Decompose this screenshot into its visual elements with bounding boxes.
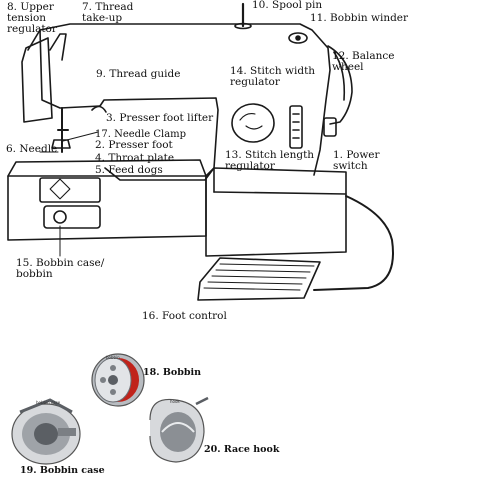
extension-box xyxy=(205,167,347,257)
photo-tag-bobbin: bobbin xyxy=(106,355,120,360)
bobbin-winder-shape xyxy=(288,32,308,44)
label-foot-control: 16. Foot control xyxy=(142,310,227,322)
photo-tag-race-hook: hook xyxy=(170,399,180,404)
take-up-lever xyxy=(49,33,67,61)
label-thread-guide: 9. Thread guide xyxy=(96,68,181,80)
power-cord xyxy=(313,195,394,291)
label-feed-dogs: 5. Feed dogs xyxy=(95,164,163,176)
machine-head xyxy=(21,37,53,123)
photo-tag-bobbin-case: bobbin case xyxy=(36,400,61,405)
label-race-hook: 20. Race hook xyxy=(204,444,280,455)
label-needle: 6. Needle xyxy=(6,143,58,155)
label-stitch-width-regulator: 14. Stitch width regulator xyxy=(230,65,316,88)
label-bobbin-case-bobbin: 15. Bobbin case/ bobbin xyxy=(16,257,105,280)
label-presser-foot: 2. Presser foot xyxy=(95,139,173,151)
label-stitch-length-regulator: 13. Stitch length regulator xyxy=(225,149,315,172)
machine-neck xyxy=(99,97,219,181)
label-throat-plate: 4. Throat plate xyxy=(95,152,175,164)
label-spool-pin: 10. Spool pin xyxy=(252,0,323,11)
label-presser-foot-lifter: 3. Presser foot lifter xyxy=(106,112,214,124)
bobbin-photo xyxy=(91,353,145,407)
label-bobbin-winder: 11. Bobbin winder xyxy=(310,12,409,24)
label-needle-clamp: 17. Needle Clamp xyxy=(95,129,187,140)
balance-wheel-shape xyxy=(327,45,353,125)
label-bobbin-case: 19. Bobbin case xyxy=(20,465,105,476)
foot-control-shape xyxy=(197,257,321,301)
stitch-length-slot xyxy=(289,105,303,149)
throat-plate-shape xyxy=(39,177,101,203)
presser-lifter xyxy=(91,105,107,113)
label-bobbin: 18. Bobbin xyxy=(143,367,202,378)
label-balance-wheel: 12. Balance wheel xyxy=(332,50,395,73)
bobbin-cover xyxy=(43,205,101,229)
power-switch-shape xyxy=(323,117,337,137)
stitch-width-dial xyxy=(231,103,275,143)
bobbin-case-photo xyxy=(11,398,81,465)
machine-arm xyxy=(27,23,331,176)
label-power-switch: 1. Power switch xyxy=(333,149,380,172)
label-upper-tension-regulator: 8. Upper tension regulator xyxy=(7,1,57,35)
race-hook-photo xyxy=(149,396,209,463)
label-thread-takeup: 7. Thread take-up xyxy=(82,1,134,24)
